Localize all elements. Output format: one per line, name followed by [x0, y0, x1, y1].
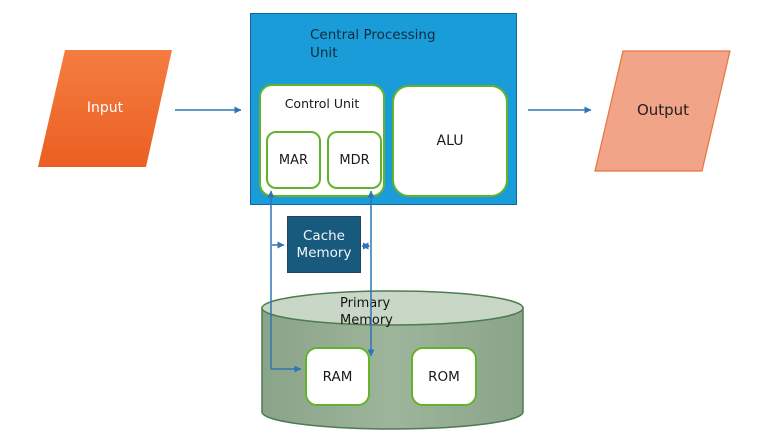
rom-box: ROM — [411, 347, 477, 406]
mar-box: MAR — [266, 131, 321, 189]
cpu-label: Central Processing Unit — [310, 27, 436, 61]
output-label: Output — [636, 101, 690, 119]
input-label: Input — [86, 100, 124, 116]
mdr-box: MDR — [327, 131, 382, 189]
alu-box: ALU — [392, 85, 508, 197]
primary-memory-label: Primary Memory — [340, 296, 393, 328]
control-unit-label: Control Unit — [284, 96, 360, 111]
cache-memory-box: Cache Memory — [287, 216, 361, 273]
ram-box: RAM — [305, 347, 370, 406]
